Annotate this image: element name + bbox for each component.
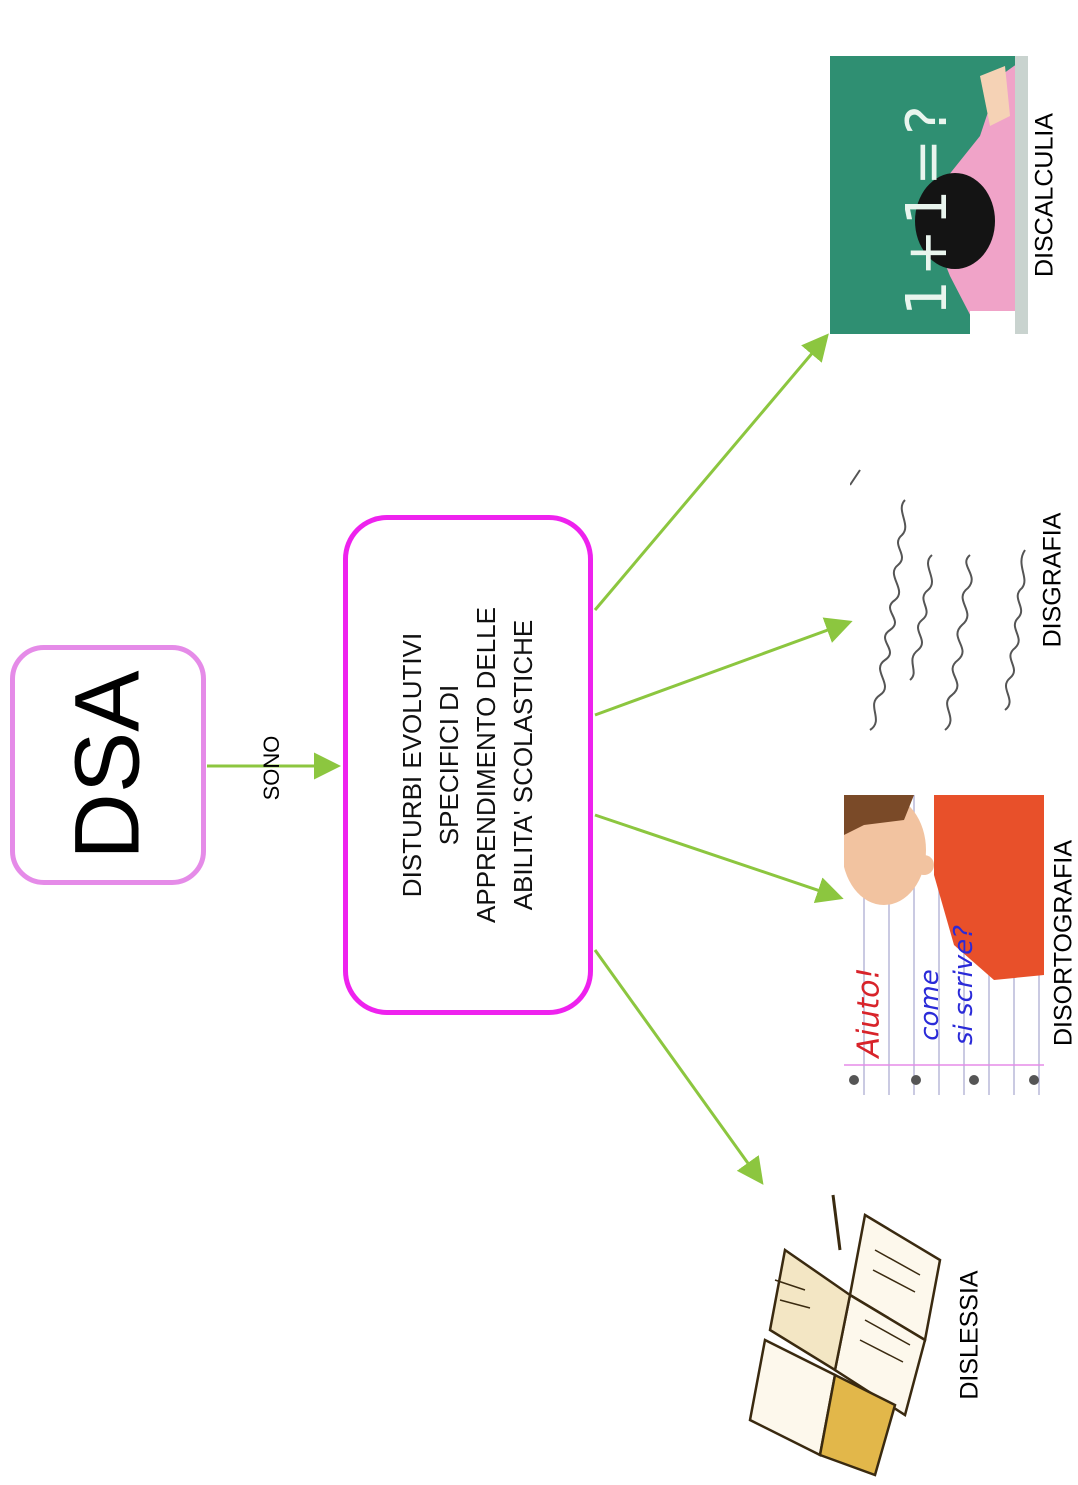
discalculia-photo: 1+1=? <box>830 56 1028 334</box>
root-label: DSA <box>56 670 159 860</box>
arrow-to-discalculia <box>593 333 829 611</box>
definition-line-1: DISTURBI EVOLUTIVI <box>397 632 427 898</box>
edge-label-sono: SONO <box>259 735 284 801</box>
definition-node <box>343 515 593 1015</box>
arrow-to-disortografia <box>594 813 844 904</box>
disortografia-photo: Aiuto! come si scrive? <box>844 795 1044 1095</box>
handwriting-sample <box>850 469 1026 731</box>
definition-text: DISTURBI EVOLUTIVI SPECIFICI DI APPRENDI… <box>394 535 542 995</box>
si-scrive-text: si scrive? <box>948 925 979 1045</box>
root-node <box>10 645 206 885</box>
come-text: come <box>914 969 945 1041</box>
definition-line-2: SPECIFICI DI <box>434 684 464 846</box>
books-illustration <box>748 1194 942 1477</box>
arrow-to-disgrafia <box>594 617 853 717</box>
child-label-disgrafia: DISGRAFIA <box>1038 512 1067 648</box>
child-label-discalculia: DISCALCULIA <box>1030 113 1059 277</box>
chalk-equation: 1+1=? <box>894 101 960 316</box>
definition-line-3: APPRENDIMENTO DELLE <box>471 607 501 923</box>
arrow-to-dislessia <box>593 949 764 1185</box>
aiuto-text: Aiuto! <box>851 967 887 1058</box>
child-label-disortografia: DISORTOGRAFIA <box>1049 839 1078 1047</box>
child-label-dislessia: DISLESSIA <box>955 1270 984 1400</box>
definition-line-4: ABILITA' SCOLASTICHE <box>508 619 538 911</box>
